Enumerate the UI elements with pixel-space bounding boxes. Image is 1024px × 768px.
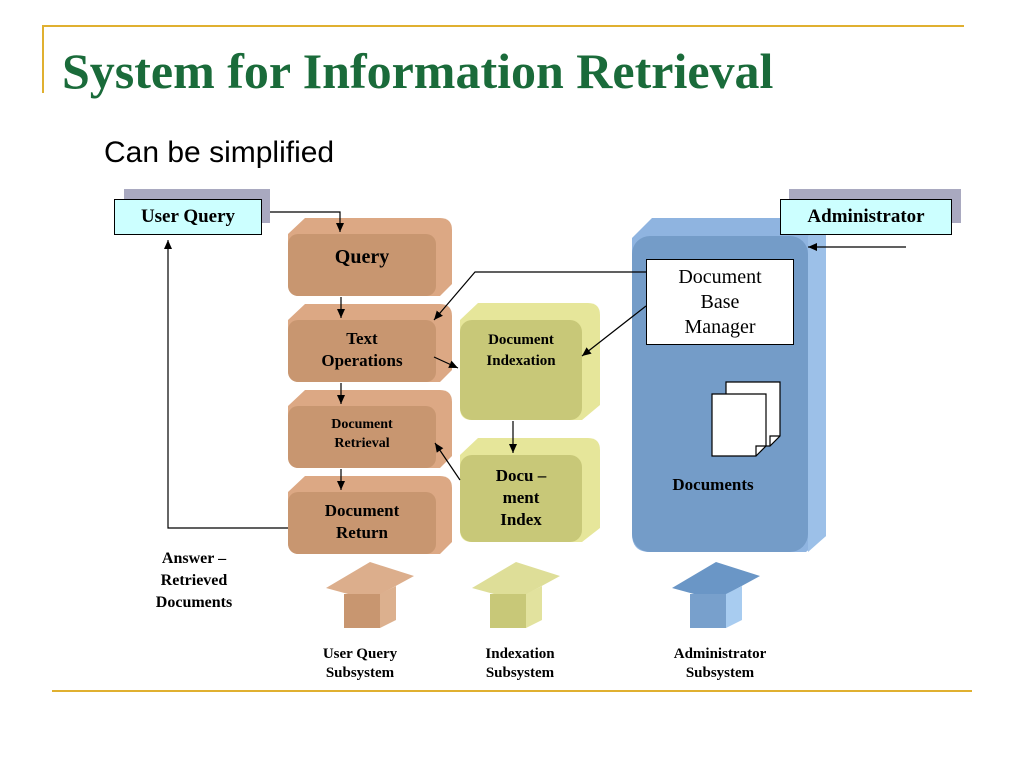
document-index-label: Docu – ment Index <box>495 466 547 529</box>
administrator-subsystem-label: Administrator Subsystem <box>673 646 767 681</box>
document-indexation-label: Document Indexation <box>486 332 556 369</box>
user-query-subsystem-arrow <box>326 562 414 628</box>
document-return-label: Document Return <box>324 501 400 542</box>
document-retrieval-block <box>288 390 452 468</box>
indexation-subsystem-arrow <box>472 562 560 628</box>
query-block <box>288 218 452 296</box>
slide-title: System for Information Retrieval <box>62 43 774 99</box>
administrator-subsystem-arrow <box>672 562 760 628</box>
document-indexation-block <box>460 303 600 420</box>
administrator-box: Administrator <box>780 199 952 235</box>
document-base-manager-box: Document Base Manager <box>646 259 794 345</box>
top-rule <box>44 25 964 27</box>
slide-subtitle: Can be simplified <box>104 136 335 169</box>
text-operations-label: Text Operations <box>321 329 403 370</box>
document-index-block <box>460 438 600 542</box>
query-label: Query <box>334 245 390 268</box>
documents-label: Documents <box>672 475 754 494</box>
document-return-block <box>288 476 452 554</box>
left-rule <box>42 25 44 93</box>
document-retrieval-label: Document Retrieval <box>331 417 393 451</box>
user-query-subsystem-label: User Query Subsystem <box>322 646 398 681</box>
answer-label: Answer – Retrieved Documents <box>155 550 233 611</box>
user-query-box: User Query <box>114 199 262 235</box>
text-operations-block <box>288 304 452 382</box>
documents-icon <box>711 381 781 457</box>
bottom-rule <box>52 690 972 692</box>
connectors <box>164 211 906 529</box>
indexation-subsystem-label: Indexation Subsystem <box>485 646 555 681</box>
